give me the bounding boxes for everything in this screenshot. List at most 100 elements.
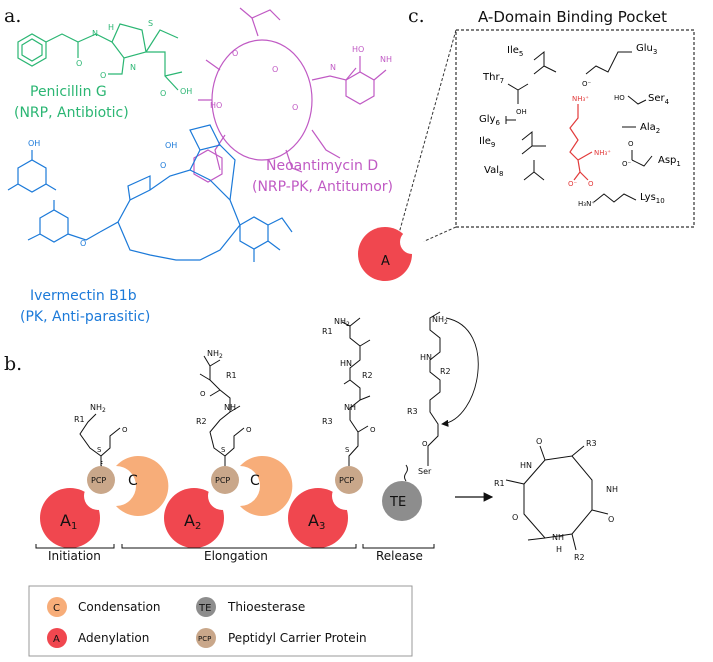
svg-text:HO: HO	[614, 94, 625, 102]
penicillin-name: Penicillin G	[30, 84, 107, 100]
svg-text:H₃N⁺: H₃N⁺	[578, 200, 595, 208]
pcp1-domain	[87, 466, 115, 494]
svg-text:H: H	[108, 23, 114, 32]
legend-a-symbol: A	[53, 634, 60, 645]
svg-text:NH₃⁺: NH₃⁺	[572, 95, 589, 103]
penicillin-structure: N H S N O O OH O	[17, 19, 192, 98]
svg-text:O⁻: O⁻	[582, 80, 592, 88]
a3-label: A3	[308, 511, 325, 532]
a2-label: A2	[184, 511, 201, 532]
cyclic-tripeptide: O R3 NH O R2 NH H O R1 HN	[494, 437, 618, 562]
r1-prod: R1	[494, 479, 505, 488]
a1-domain	[40, 488, 100, 548]
o-atom-1: O	[122, 426, 128, 434]
residue-lys10: Lys10	[640, 192, 665, 205]
pocket-notch	[400, 230, 424, 254]
legend-c-swatch	[47, 597, 67, 617]
s-atom-2: S	[221, 446, 226, 454]
svg-text:HO: HO	[210, 101, 222, 110]
module-release: TE Ser O R3 R2 HN NH2	[382, 311, 479, 521]
svg-text:OH: OH	[165, 141, 177, 150]
svg-text:O: O	[160, 89, 166, 98]
legend: C Condensation TE Thioesterase A Adenyla…	[28, 585, 413, 657]
svg-text:HO: HO	[352, 45, 364, 54]
svg-text:OH: OH	[180, 87, 192, 96]
te-domain	[382, 481, 422, 521]
c2-label: C	[250, 473, 260, 489]
nh2-label-te: NH2	[432, 315, 448, 326]
r2-label-3: R2	[362, 371, 373, 380]
zoom-line-bottom	[417, 226, 457, 245]
a2-domain	[164, 488, 224, 548]
svg-text:O: O	[80, 239, 86, 248]
r3-label-3: R3	[322, 417, 333, 426]
legend-a-swatch	[47, 628, 67, 648]
residue-val8: Val8	[484, 165, 503, 178]
svg-text:OH: OH	[516, 108, 527, 116]
hn-label-3: HN	[340, 359, 352, 368]
r1-label-3: R1	[322, 327, 333, 336]
ivermectin-class: (PK, Anti-parasitic)	[20, 309, 150, 325]
pocket-residues: Ile5 Glu3 O⁻ Thr7 OH Ser4 HO Gly6 Ala2 I…	[479, 43, 681, 208]
ivermectin-structure: OH OH O O	[7, 124, 293, 262]
cyclization-arrow	[441, 317, 479, 427]
pocket-domain-label: A	[381, 254, 390, 269]
svg-text:O⁻: O⁻	[568, 180, 578, 188]
svg-text:N: N	[92, 29, 98, 38]
r2-label-te: R2	[440, 367, 451, 376]
svg-text:O: O	[232, 49, 238, 58]
pocket-box	[455, 29, 695, 228]
residue-ser4: Ser4	[648, 93, 670, 106]
pcp1-label: PCP	[91, 476, 106, 485]
stage-brackets	[35, 544, 435, 549]
svg-text:O: O	[76, 59, 82, 68]
residue-ile9: Ile9	[479, 136, 495, 149]
panel-label-b: b.	[4, 353, 22, 375]
svg-text:OH: OH	[28, 139, 40, 148]
hn-label-te: HN	[420, 353, 432, 362]
svg-text:O: O	[628, 140, 634, 148]
stage-elongation: Elongation	[204, 549, 268, 563]
legend-pcp-symbol: PCP	[198, 635, 211, 643]
s-atom-3: S	[345, 446, 350, 454]
pocket-adenylation-domain	[358, 227, 412, 281]
r2-prod: R2	[574, 553, 585, 562]
svg-text:N: N	[330, 63, 336, 72]
legend-c-label: Condensation	[78, 600, 161, 614]
o-prod-3: O	[512, 513, 518, 522]
a1-label: A1	[60, 511, 77, 532]
zoom-line-top	[395, 29, 457, 245]
module-elongation-2: A3 PCP S O R3 NH R2 HN R1 NH2	[288, 317, 376, 548]
stage-release: Release	[376, 549, 423, 563]
legend-pcp-swatch	[196, 628, 216, 648]
svg-text:NH₃⁺: NH₃⁺	[594, 149, 611, 157]
legend-a-label: Adenylation	[78, 631, 149, 645]
te-label: TE	[389, 495, 406, 510]
svg-text:O: O	[588, 180, 594, 188]
residue-ala2: Ala2	[640, 122, 660, 135]
c1-label: C	[128, 473, 138, 489]
legend-te-label: Thioesterase	[227, 600, 305, 614]
svg-text:O: O	[100, 71, 106, 80]
o-atom-te: O	[422, 440, 428, 448]
pcp3-domain	[335, 466, 363, 494]
svg-text:N: N	[130, 63, 136, 72]
nh-prod-1: NH	[606, 485, 618, 494]
legend-te-symbol: TE	[198, 603, 211, 614]
a3-domain	[288, 488, 348, 548]
hn-prod: HN	[520, 461, 532, 470]
residue-thr7: Thr7	[482, 72, 504, 85]
module-initiation: A1 PCP C S O R1 NH2	[40, 403, 169, 548]
r2-label-2: R2	[196, 417, 207, 426]
nh-prod-2: NH	[552, 533, 564, 542]
residue-ile5: Ile5	[507, 45, 523, 58]
nh2-label-2: NH2	[207, 349, 223, 360]
module-elongation-1: A2 PCP C S O R2 NH O R1 NH2	[164, 349, 293, 548]
neoantimycin-structure: N HO NH O HO O O	[193, 7, 392, 183]
svg-text:O: O	[272, 65, 278, 74]
svg-text:O: O	[292, 103, 298, 112]
c2-domain	[240, 456, 293, 516]
svg-text:O: O	[160, 161, 166, 170]
r1-label-2: R1	[226, 371, 237, 380]
